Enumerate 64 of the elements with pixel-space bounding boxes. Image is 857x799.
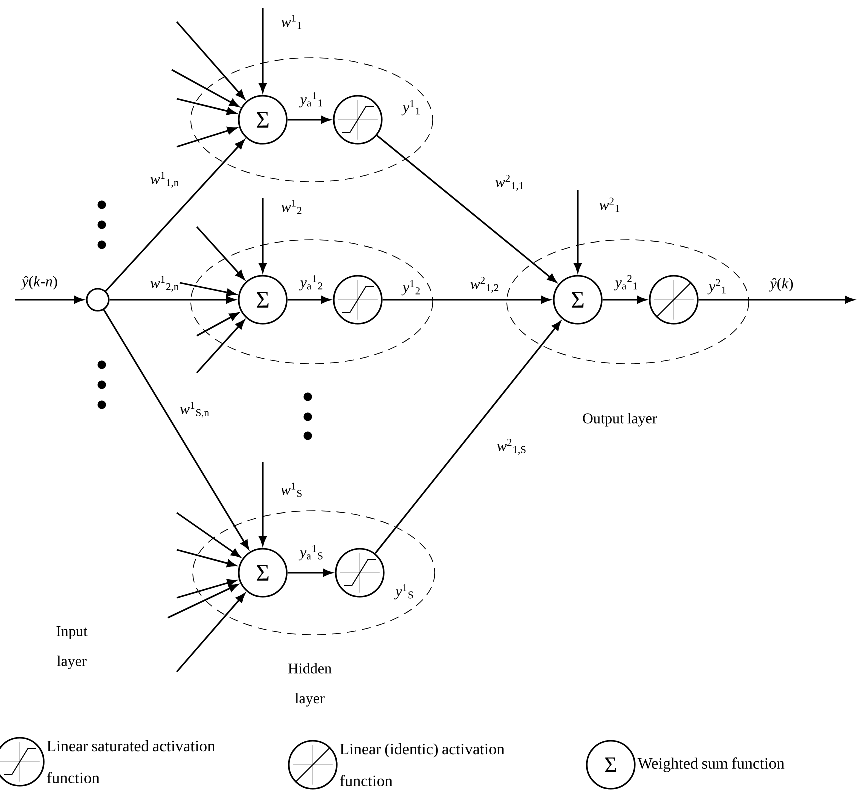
arrow	[698, 296, 854, 304]
arrow	[176, 579, 237, 599]
arrow	[259, 8, 267, 93]
edge-label: w$^{1}$2,n	[150, 276, 179, 292]
arrow	[176, 127, 237, 148]
output-label: y$^{2}$1	[708, 279, 726, 295]
edge-label: w$^{1}$S,n	[180, 402, 210, 418]
arrow	[176, 21, 246, 100]
arrow	[105, 140, 245, 292]
arrow	[196, 226, 245, 280]
arrow	[180, 282, 236, 297]
arrow	[176, 549, 237, 568]
sum-node: Σ	[238, 275, 288, 325]
sum-node: Σ	[238, 548, 288, 598]
legend-text: Linear (identic) activation function	[340, 743, 505, 787]
arrow	[259, 462, 267, 546]
arrow	[288, 569, 333, 577]
arrow	[374, 321, 562, 554]
arrow	[602, 296, 647, 304]
layer-label: Hidden layer	[288, 663, 332, 707]
legend-text: Linear saturated activation function	[47, 740, 216, 784]
edge-label: w$^{1}$1	[282, 14, 302, 30]
arrow	[110, 296, 236, 304]
arrow	[176, 512, 241, 558]
output-label: y$^{1}$2	[402, 280, 420, 296]
edge-label: w$^{1}$S	[281, 482, 302, 498]
saturated-activation-node	[333, 95, 383, 145]
output-label: y$^{1}$1	[402, 100, 420, 116]
edge-label: w$^{2}$1,S	[497, 439, 526, 455]
arrow	[172, 69, 240, 108]
arrow	[288, 296, 331, 304]
edge-label: y$_{a}$21	[614, 275, 638, 291]
layer-label: Input layer	[56, 626, 88, 670]
edge-label: w$^{1}$1,n	[150, 172, 179, 188]
arrow	[103, 310, 250, 550]
arrow	[176, 593, 246, 673]
edge-label: w$^{1}$2	[282, 200, 302, 214]
input-node	[86, 288, 110, 312]
output-label: y$^{1}$S	[394, 584, 414, 600]
arrow	[168, 584, 238, 619]
edge-label: w$^{2}$1,1	[496, 175, 524, 191]
arrow	[382, 296, 551, 304]
edge-label: y$_{a}$12	[299, 275, 323, 291]
sum-node: Σ	[553, 275, 603, 325]
arrow	[376, 135, 558, 283]
layer-label: Output layer	[583, 413, 658, 427]
edge-label: y$_{a}$11	[299, 92, 322, 108]
legend-text: Weighted sum function	[638, 758, 785, 772]
sum-node: Σ	[238, 95, 288, 145]
edge-label: ŷ(k-n)	[20, 276, 58, 290]
arrow	[574, 190, 582, 273]
saturated-activation-node	[335, 548, 385, 598]
edge-label: w$^{2}$1,2	[470, 277, 499, 293]
arrow	[196, 320, 245, 374]
edge-label: w$^{2}$1	[600, 198, 620, 212]
saturated-activation-node	[333, 275, 383, 325]
arrow	[288, 116, 331, 124]
linear-activation-node	[649, 275, 699, 325]
arrow	[15, 296, 84, 304]
edge-label: ŷ(k)	[769, 278, 794, 292]
edge-label: y$_{a}$1S	[298, 545, 323, 561]
arrow	[176, 98, 237, 116]
arrow	[259, 198, 267, 273]
arrow	[196, 312, 240, 337]
